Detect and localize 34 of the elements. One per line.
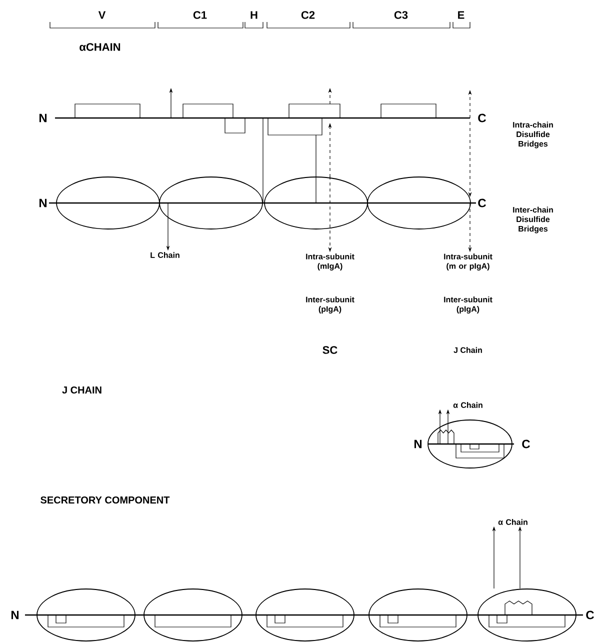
- terminus-label: N: [11, 610, 19, 620]
- section-heading: SECRETORY COMPONENT: [40, 496, 170, 504]
- domain-ellipse: [56, 176, 160, 230]
- bridge-type-label: Inter-chain Disulfide Bridges: [513, 206, 553, 234]
- subunit-label: Intra-subunit (mIgA): [306, 254, 354, 270]
- subunit-label: Intra-subunit (m or pIgA): [444, 254, 492, 270]
- domain-label: C1: [193, 11, 207, 19]
- section-heading: J CHAIN: [62, 386, 102, 394]
- domain-label: C2: [301, 11, 315, 19]
- terminus-label: N: [39, 114, 47, 122]
- domain-label: E: [458, 11, 464, 19]
- chain-label: α Chain: [453, 402, 482, 408]
- terminus-label: C: [478, 114, 486, 122]
- section-heading: αCHAIN: [80, 43, 120, 51]
- domain-ellipse: [159, 176, 263, 230]
- chain-label: α Chain: [498, 519, 528, 525]
- domain-ellipse: [144, 588, 242, 642]
- bridge-type-label: Intra-chain Disulfide Bridges: [513, 122, 553, 148]
- domain-label: V: [98, 11, 106, 19]
- domain-ellipse: [264, 176, 368, 230]
- subunit-label: Inter-subunit (pIgA): [306, 296, 354, 314]
- subunit-label: Inter-subunit (pIgA): [444, 296, 492, 314]
- domain-ellipse: [368, 588, 468, 642]
- domain-ellipse: [428, 420, 512, 468]
- terminus-label: C: [478, 198, 486, 208]
- domain-label: C3: [394, 11, 408, 19]
- domain-ellipse: [478, 588, 576, 642]
- domain-ellipse: [367, 176, 471, 230]
- domain-label: H: [250, 11, 258, 19]
- chain-label: SC: [322, 346, 338, 354]
- chain-label: L Chain: [150, 252, 180, 258]
- chain-label: J Chain: [454, 347, 482, 353]
- domain-ellipse: [36, 588, 136, 642]
- domain-ellipse: [256, 588, 354, 642]
